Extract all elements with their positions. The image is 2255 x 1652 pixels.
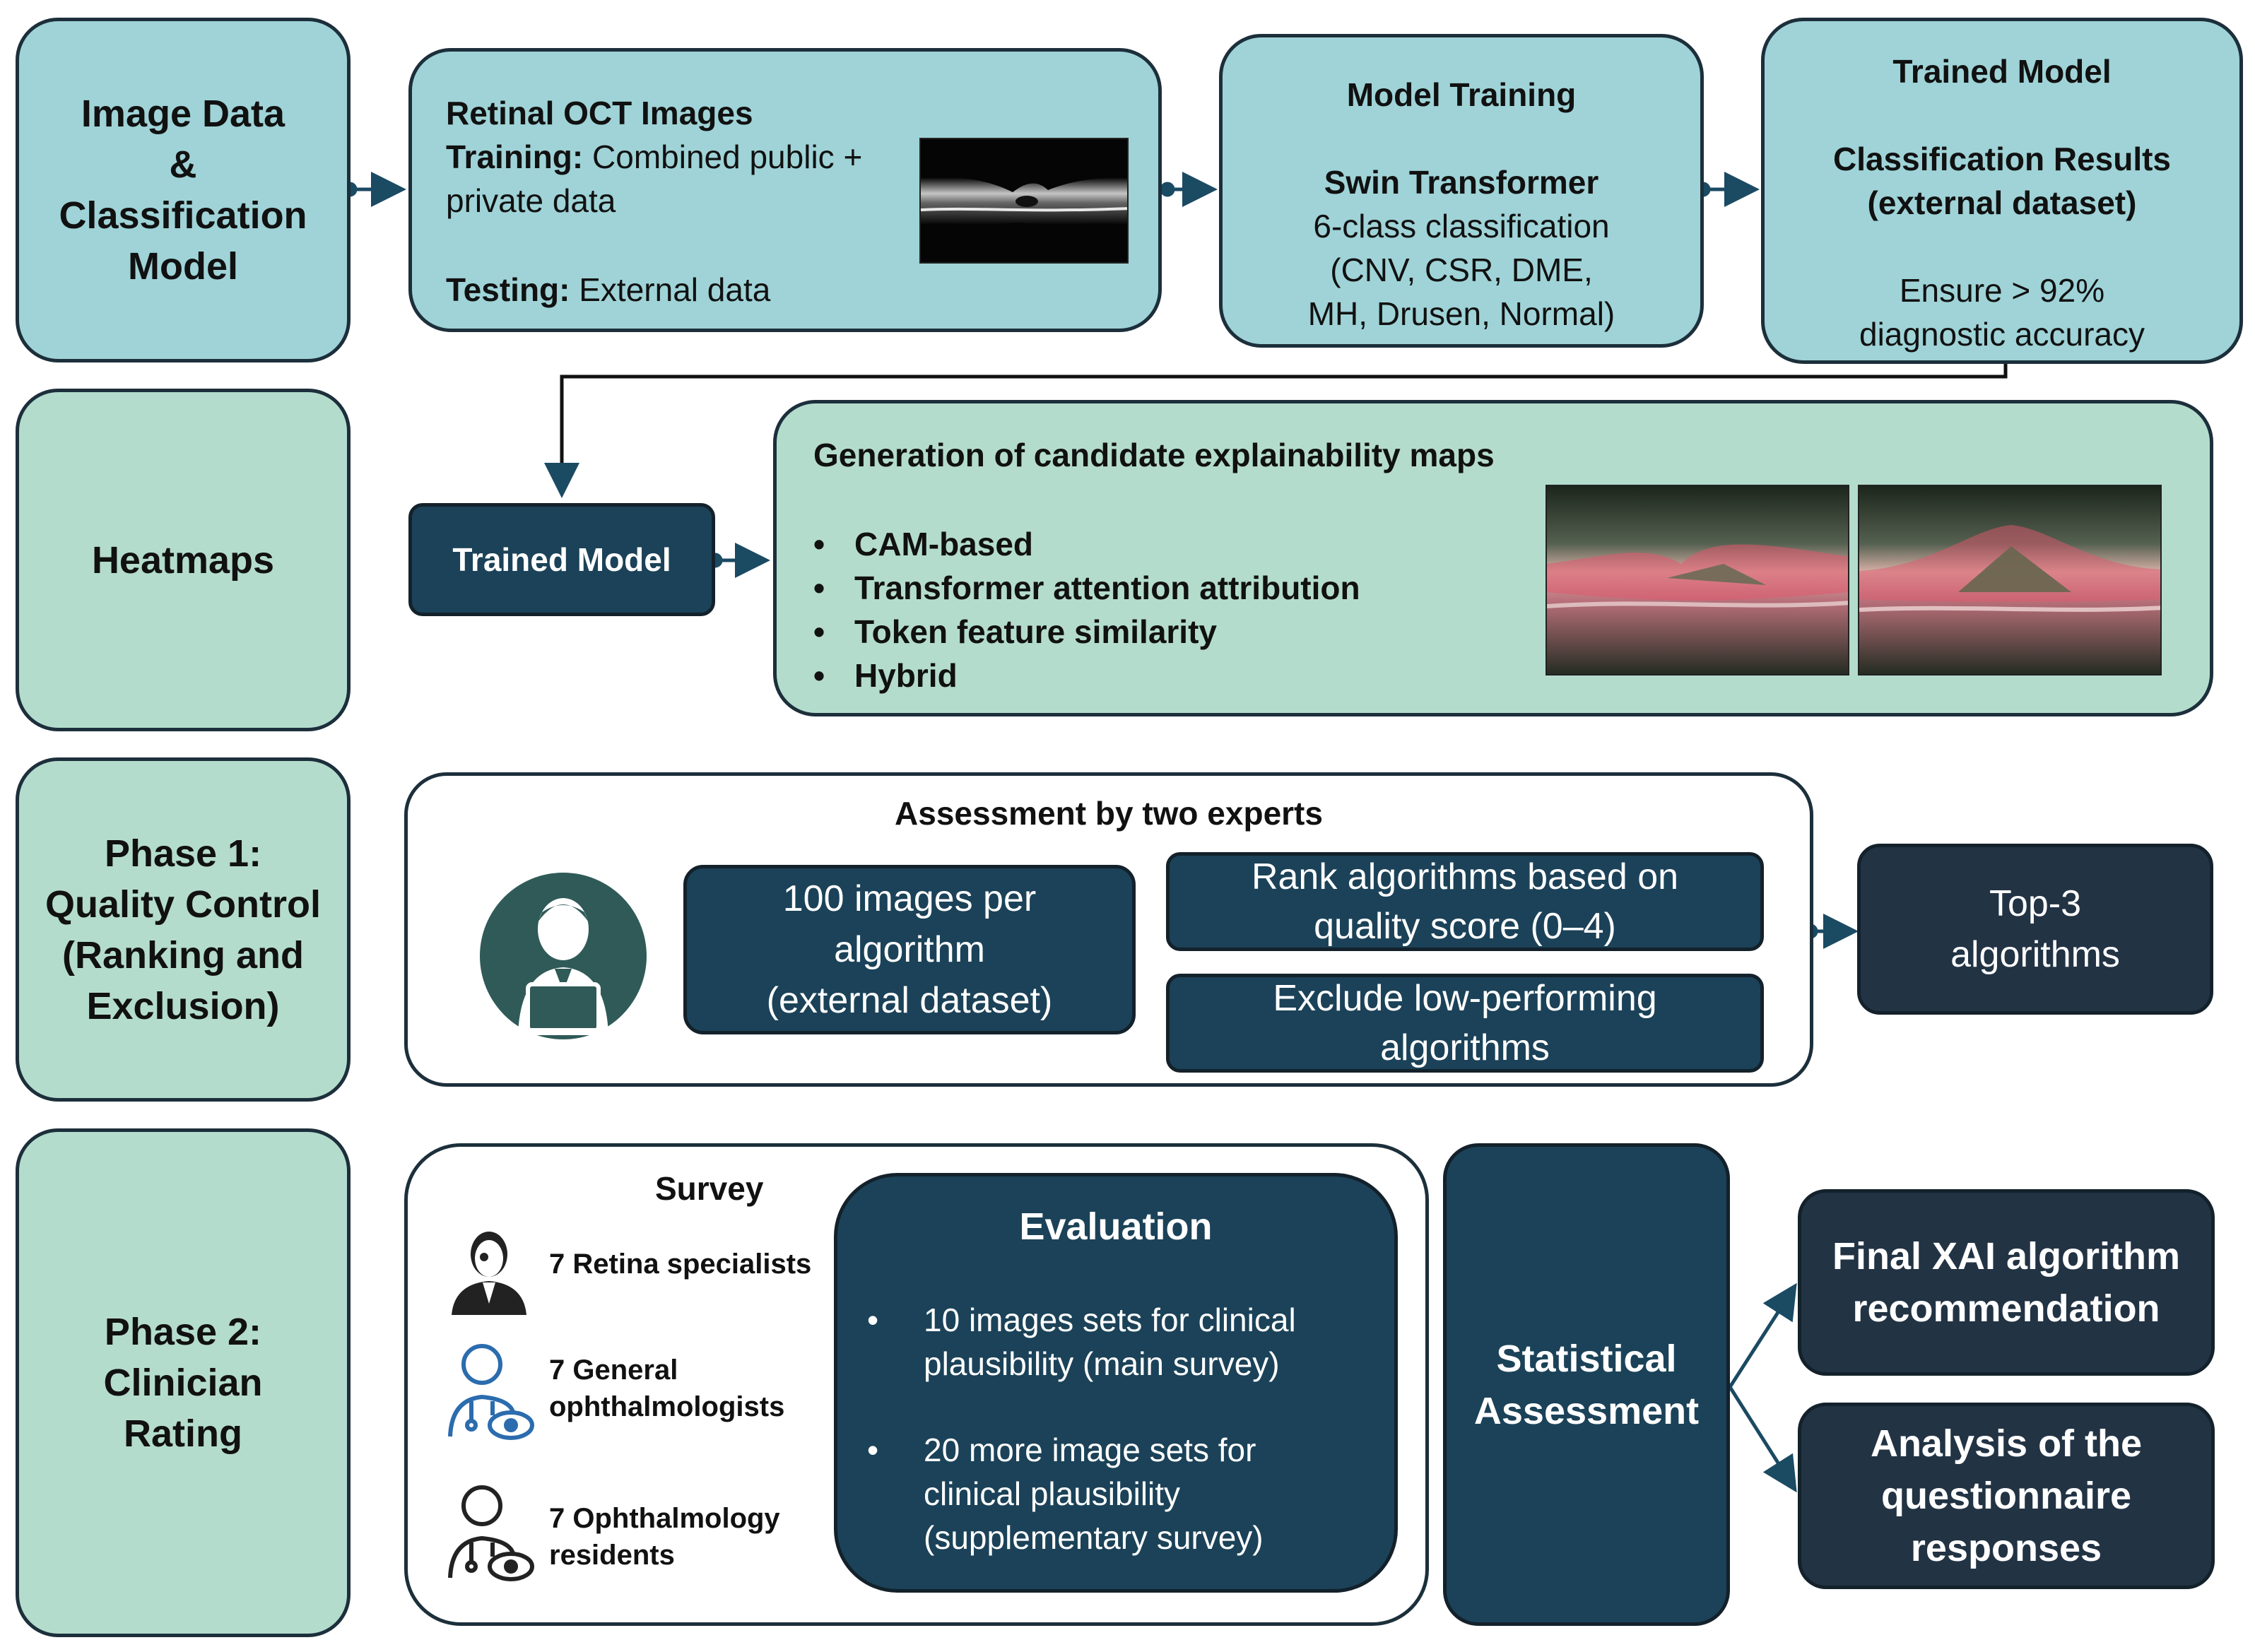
explainability-title: Generation of candidate explainability m… xyxy=(813,437,1495,473)
results-subtitle: Classification Results xyxy=(1832,141,2172,177)
images-per-algorithm-box: 100 images per algorithm (external datas… xyxy=(683,865,1136,1034)
participant-label: 7 Ophthalmology residents xyxy=(549,1503,780,1571)
general-ophthalmologist-icon xyxy=(443,1338,535,1444)
oct-scan-image xyxy=(919,138,1129,264)
images-box-line: algorithm xyxy=(834,929,985,970)
model-training-line: (CNV, CSR, DME, xyxy=(1330,252,1593,288)
heatmap-overlay-image-2 xyxy=(1858,485,2162,675)
model-training-title: Model Training xyxy=(1346,76,1577,113)
stage-phase1: Phase 1: Quality Control (Ranking and Ex… xyxy=(16,757,351,1102)
accuracy-line: diagnostic accuracy xyxy=(1859,316,2145,353)
retinal-oct-images-box: Retinal OCT Images Training: Combined pu… xyxy=(408,48,1162,332)
results-subtitle: (external dataset) xyxy=(1867,184,2137,221)
retina-specialist-icon xyxy=(443,1225,535,1316)
assessment-title: Assessment by two experts xyxy=(895,795,1323,832)
analysis-line: Analysis of the xyxy=(1870,1422,2143,1465)
exclude-box-line: algorithms xyxy=(1380,1027,1550,1068)
accuracy-line: Ensure > 92% xyxy=(1899,272,2105,309)
ophthalmology-resident-icon xyxy=(443,1479,535,1585)
rank-algorithms-box: Rank algorithms based on quality score (… xyxy=(1166,852,1764,951)
oct-testing-line: Testing: External data xyxy=(446,271,771,308)
rank-box-line: quality score (0–4) xyxy=(1314,906,1616,947)
oct-training-line: Training: Combined public + xyxy=(446,138,863,175)
trained-model-heatmap-box: Trained Model xyxy=(408,503,715,616)
exclude-algorithms-box: Exclude low-performing algorithms xyxy=(1166,974,1764,1073)
evaluation-box: Evaluation 10 images sets for clinical p… xyxy=(834,1173,1398,1593)
top3-line: Top-3 xyxy=(1989,883,2082,924)
top3-line: algorithms xyxy=(1950,934,2120,975)
expert-at-laptop-icon xyxy=(478,871,648,1041)
participant-label: 7 Retina specialists xyxy=(549,1249,812,1280)
heatmap-overlay-image-1 xyxy=(1545,485,1849,675)
questionnaire-analysis-box: Analysis of the questionnaire responses xyxy=(1798,1403,2215,1589)
final-rec-line: recommendation xyxy=(1852,1287,2160,1330)
statistical-line: Statistical xyxy=(1496,1337,1677,1380)
arrow-stat-to-final xyxy=(1728,1282,1797,1388)
xai-method-list: CAM-based Transformer attention attribut… xyxy=(813,522,1360,697)
model-training-subtitle: Swin Transformer xyxy=(1324,164,1599,201)
xai-method-item: Hybrid xyxy=(813,654,1360,697)
trained-model-title: Trained Model xyxy=(1892,53,2112,90)
model-training-line: MH, Drusen, Normal) xyxy=(1307,295,1615,332)
xai-method-item: Token feature similarity xyxy=(813,610,1360,654)
final-rec-line: Final XAI algorithm xyxy=(1832,1235,2181,1278)
stage-phase2: Phase 2: Clinician Rating xyxy=(16,1128,351,1637)
participant-label: 7 General ophthalmologists xyxy=(549,1355,785,1422)
images-box-line: (external dataset) xyxy=(766,980,1053,1021)
stage-image-data-classification: Image Data & Classification Model xyxy=(16,18,351,362)
oct-training-line2: private data xyxy=(446,182,616,219)
rank-box-line: Rank algorithms based on xyxy=(1251,856,1679,897)
stage-heatmaps: Heatmaps xyxy=(16,389,351,731)
xai-method-item: Transformer attention attribution xyxy=(813,566,1360,610)
evaluation-item: 20 more image sets for clinical plausibi… xyxy=(867,1428,1376,1559)
model-training-line: 6-class classification xyxy=(1313,208,1610,244)
analysis-line: questionnaire xyxy=(1880,1475,2132,1517)
explainability-maps-box: Generation of candidate explainability m… xyxy=(773,400,2213,716)
evaluation-list: 10 images sets for clinical plausibility… xyxy=(867,1298,1376,1559)
evaluation-item: 10 images sets for clinical plausibility… xyxy=(867,1298,1376,1386)
final-recommendation-box: Final XAI algorithm recommendation xyxy=(1798,1189,2215,1376)
oct-title: Retinal OCT Images xyxy=(446,95,753,131)
model-training-box: Model Training Swin Transformer 6-class … xyxy=(1219,34,1704,348)
top3-algorithms-box: Top-3 algorithms xyxy=(1857,844,2213,1015)
trained-model-label: Trained Model xyxy=(452,541,671,578)
statistical-assessment-box: Statistical Assessment xyxy=(1443,1143,1730,1626)
statistical-line: Assessment xyxy=(1473,1389,1700,1432)
arrow-stat-to-analysis xyxy=(1728,1386,1797,1493)
images-box-line: 100 images per xyxy=(782,878,1037,919)
exclude-box-line: Exclude low-performing xyxy=(1273,978,1657,1019)
survey-title: Survey xyxy=(655,1170,764,1207)
evaluation-title: Evaluation xyxy=(1019,1205,1213,1248)
trained-model-results-box: Trained Model Classification Results (ex… xyxy=(1761,18,2243,364)
xai-method-item: CAM-based xyxy=(813,522,1360,566)
analysis-line: responses xyxy=(1910,1527,2102,1569)
